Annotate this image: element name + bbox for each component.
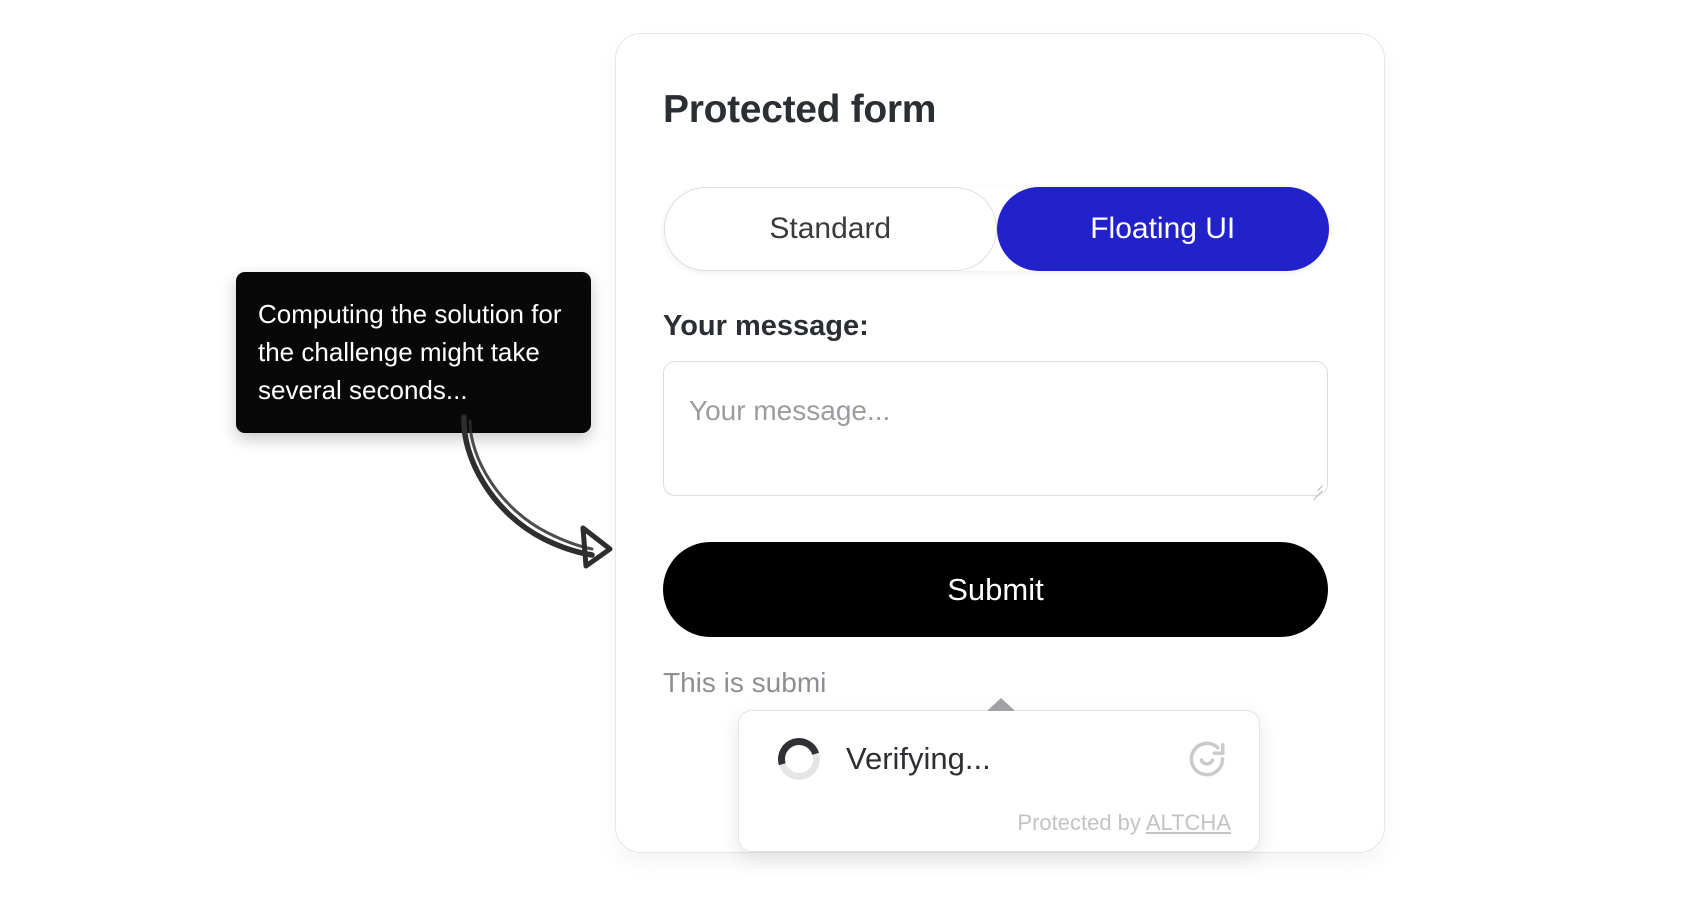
resize-grip-icon[interactable] (1309, 478, 1323, 492)
altcha-footer: Protected by ALTCHA (1017, 810, 1231, 836)
message-placeholder: Your message... (689, 395, 891, 426)
protected-form-card: Protected form Standard Floating UI Your… (615, 33, 1385, 853)
altcha-status-row: Verifying... (739, 711, 1259, 807)
altcha-footer-prefix: Protected by (1017, 810, 1146, 835)
tab-floating-ui[interactable]: Floating UI (996, 187, 1329, 271)
ui-mode-segmented-control[interactable]: Standard Floating UI (664, 187, 1329, 271)
message-textarea[interactable]: Your message... (663, 361, 1328, 496)
altcha-brand-link[interactable]: ALTCHA (1145, 810, 1231, 835)
submit-button[interactable]: Submit (663, 542, 1328, 637)
altcha-floating-widget[interactable]: Verifying... Protected by ALTCHA (738, 698, 1260, 852)
page-title: Protected form (663, 88, 937, 131)
message-field-label: Your message: (663, 310, 869, 342)
annotation-tooltip-text: Computing the solution for the challenge… (258, 299, 562, 405)
form-helper-text: This is submi (663, 667, 827, 698)
altcha-status-label: Verifying... (846, 741, 991, 776)
refresh-icon[interactable] (1185, 737, 1229, 781)
widget-pointer-triangle (987, 698, 1015, 711)
tab-standard[interactable]: Standard (664, 187, 997, 271)
annotation-tooltip: Computing the solution for the challenge… (236, 272, 591, 433)
loading-spinner-icon (770, 730, 828, 788)
